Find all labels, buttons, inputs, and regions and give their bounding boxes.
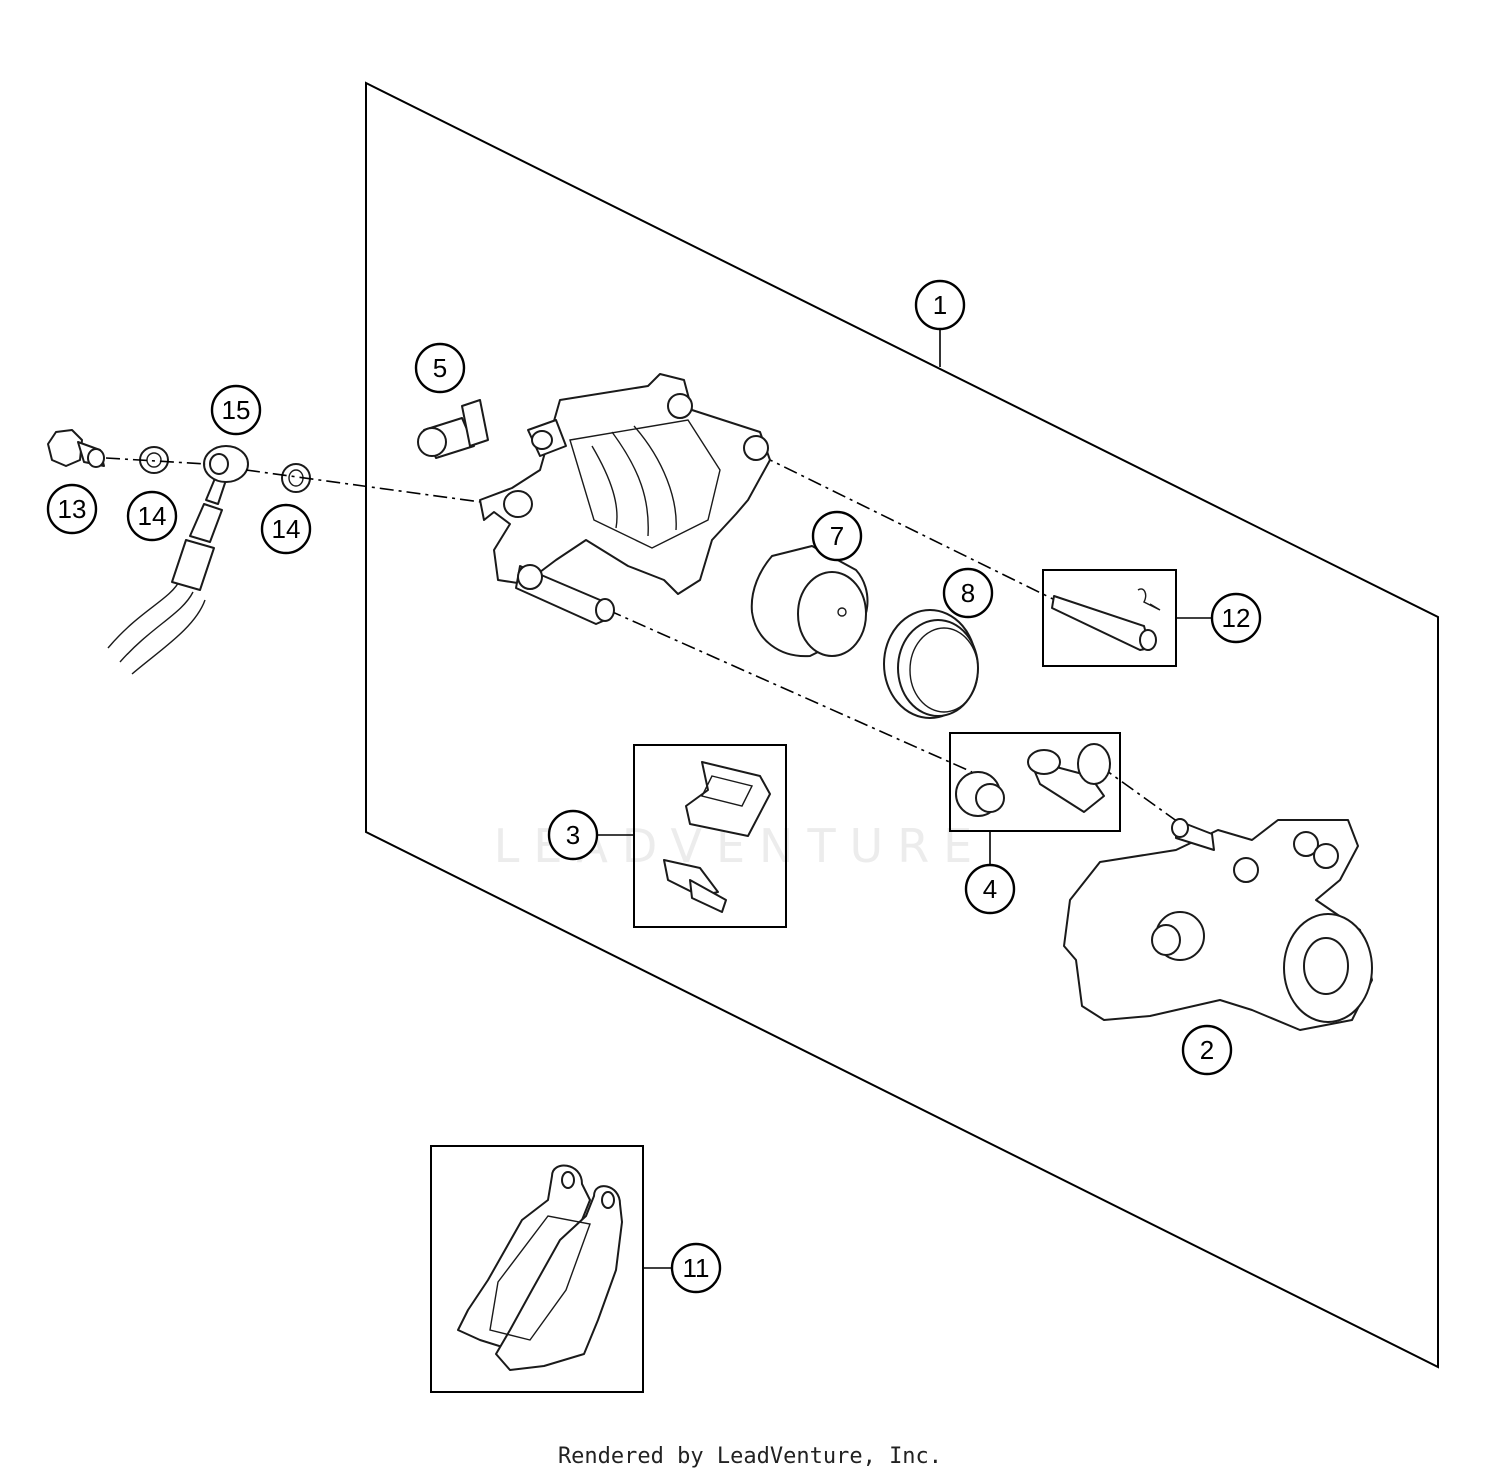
callout-7: 7 <box>811 510 863 562</box>
brake-hose <box>107 475 227 675</box>
pad-pin <box>1051 588 1161 651</box>
sealing-ring-left <box>139 446 169 474</box>
callout-13: 13 <box>46 483 98 535</box>
svg-text:12: 12 <box>1222 603 1251 633</box>
footer-credit: Rendered by LeadVenture, Inc. <box>557 1444 943 1469</box>
callout-12: 12 <box>1210 592 1262 644</box>
callout-4: 4 <box>964 863 1016 915</box>
svg-text:7: 7 <box>830 521 844 551</box>
callout-5: 5 <box>414 342 466 394</box>
brake-pads-kit-frame <box>430 1145 644 1393</box>
callout-14-right: 14 <box>260 503 312 555</box>
callout-2: 2 <box>1181 1024 1233 1076</box>
svg-text:1: 1 <box>933 290 947 320</box>
assembly-line-bolt <box>105 457 207 465</box>
assembly-line-guide <box>607 609 973 773</box>
callout-11: 11 <box>670 1242 722 1294</box>
svg-text:14: 14 <box>138 501 167 531</box>
brake-pads <box>457 1164 623 1371</box>
svg-text:4: 4 <box>983 874 997 904</box>
bleeder-valve <box>417 399 489 459</box>
banjo-fitting <box>203 445 249 483</box>
callout-3: 3 <box>547 809 599 861</box>
piston-seal <box>883 609 979 719</box>
banjo-bolt <box>47 429 105 468</box>
callout-1: 1 <box>914 279 966 331</box>
caliper-bracket <box>1063 818 1373 1031</box>
svg-text:3: 3 <box>566 820 580 850</box>
caliper-housing <box>479 373 771 625</box>
svg-text:8: 8 <box>961 578 975 608</box>
assembly-line-bushing <box>1099 765 1179 823</box>
callout-14-left: 14 <box>126 490 178 542</box>
svg-text:5: 5 <box>433 353 447 383</box>
svg-text:13: 13 <box>58 494 87 524</box>
pad-spring <box>663 761 771 913</box>
svg-text:11: 11 <box>683 1253 710 1283</box>
piston <box>750 545 869 658</box>
assembly-line-pin <box>759 454 1056 601</box>
pad-spring-kit-frame <box>633 744 787 928</box>
caliper-kit-frame <box>365 81 1439 1369</box>
svg-text:14: 14 <box>272 514 301 544</box>
assembly-line-hose <box>245 469 511 507</box>
svg-text:15: 15 <box>222 395 251 425</box>
bushing-kit-frame <box>949 732 1121 832</box>
guide-bushing <box>955 743 1111 817</box>
svg-text:2: 2 <box>1200 1035 1214 1065</box>
callout-15: 15 <box>210 384 262 436</box>
callout-8: 8 <box>942 567 994 619</box>
